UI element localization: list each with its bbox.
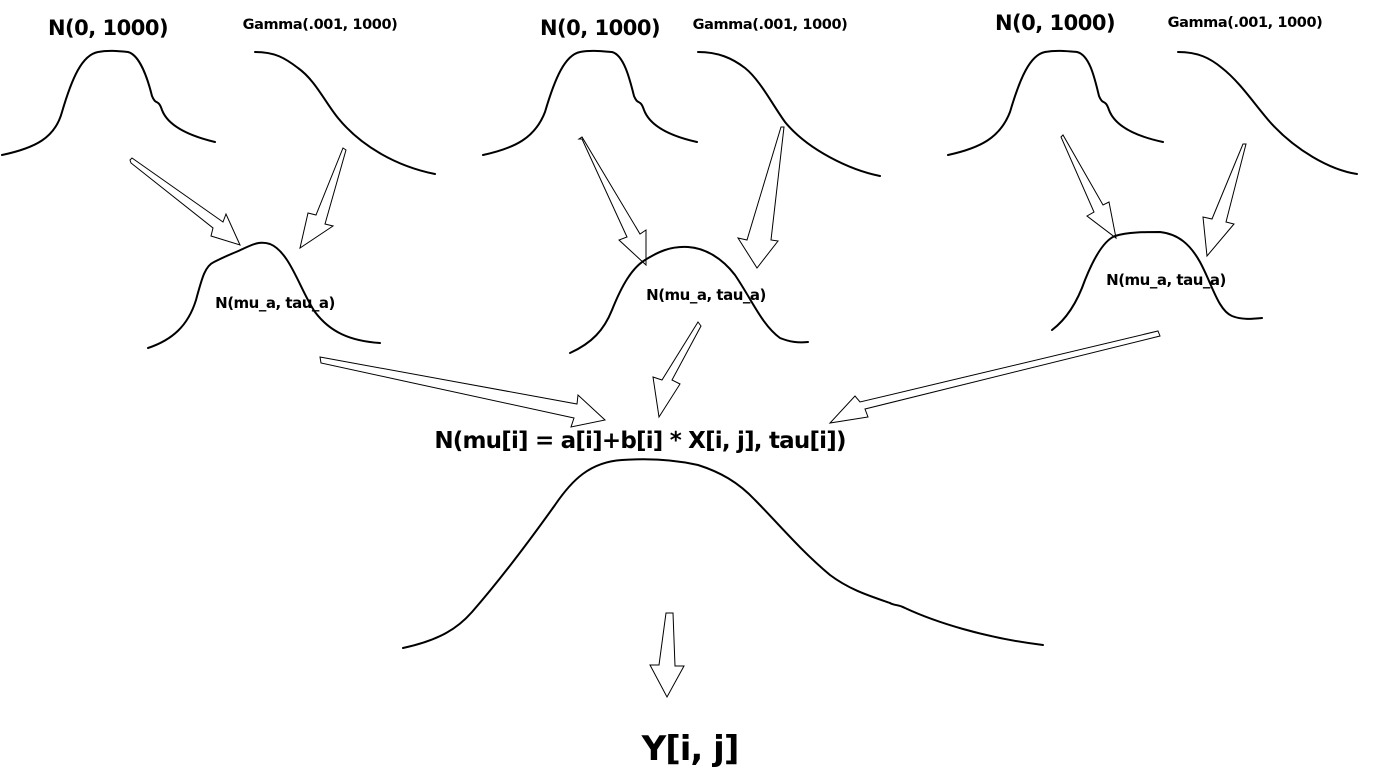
- precision-prior-curve-2: [697, 51, 881, 177]
- precision-prior-curve-3: [1177, 51, 1358, 175]
- mean-prior-curve-2: [482, 49, 698, 156]
- arrow-precision-to-group-1: [299, 147, 347, 250]
- arrow-mean-to-group-2: [577, 136, 647, 267]
- arrow-mean-to-group-1: [129, 157, 241, 246]
- group-dist-label-1: N(mu_a, tau_a): [215, 294, 335, 312]
- precision-prior-curve-1: [254, 51, 436, 175]
- group-dist-curve-2: [569, 245, 809, 354]
- group-dist-label-2: N(mu_a, tau_a): [646, 286, 766, 304]
- arrow-mean-to-group-3: [1060, 134, 1117, 240]
- mean-prior-label-3: N(0, 1000): [995, 11, 1115, 35]
- mean-prior-curve-1: [1, 49, 216, 156]
- arrow-group3-to-likelihood: [828, 330, 1161, 424]
- precision-prior-label-2: Gamma(.001, 1000): [693, 17, 848, 33]
- precision-prior-label-3: Gamma(.001, 1000): [1168, 15, 1323, 31]
- output-label: Y[i, j]: [641, 729, 739, 769]
- likelihood-label: N(mu[i] = a[i]+b[i] * X[i, j], tau[i]): [434, 428, 845, 454]
- arrow-group2-to-likelihood: [652, 321, 702, 419]
- mean-prior-label-2: N(0, 1000): [540, 16, 660, 40]
- mean-prior-label-1: N(0, 1000): [48, 16, 168, 40]
- group-dist-curve-1: [147, 241, 381, 349]
- likelihood-curve: [402, 458, 1044, 649]
- group-dist-curve-3: [1051, 231, 1263, 331]
- arrow-precision-to-group-2: [736, 126, 785, 269]
- arrow-likelihood-to-output: [649, 612, 685, 699]
- arrow-precision-to-group-3: [1202, 143, 1247, 258]
- group-dist-label-3: N(mu_a, tau_a): [1106, 271, 1226, 289]
- precision-prior-label-1: Gamma(.001, 1000): [243, 17, 398, 33]
- arrow-group1-to-likelihood: [319, 356, 607, 428]
- mean-prior-curve-3: [947, 49, 1164, 156]
